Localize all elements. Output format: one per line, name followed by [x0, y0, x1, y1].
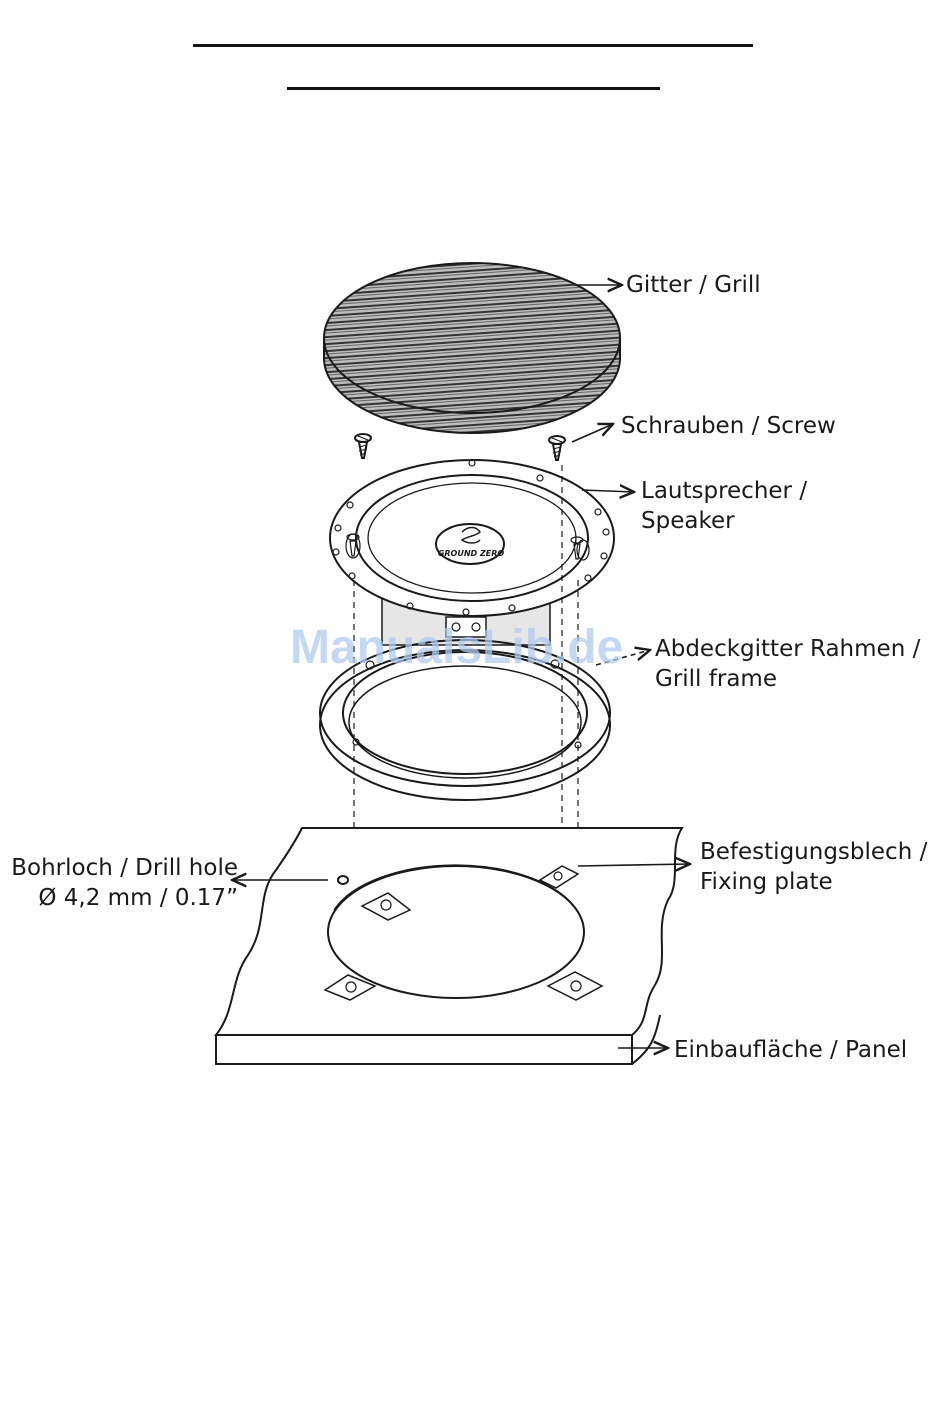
- label-screw: Schrauben / Screw: [621, 411, 836, 441]
- label-grill: Gitter / Grill: [626, 270, 761, 300]
- mounting-panel: [216, 828, 682, 1064]
- screw-left: [355, 434, 371, 458]
- label-speaker: Lautsprecher / Speaker: [641, 476, 807, 536]
- label-fixing-plate: Befestigungsblech / Fixing plate: [700, 837, 927, 897]
- screw-right: [549, 436, 565, 460]
- label-panel: Einbaufläche / Panel: [674, 1035, 907, 1065]
- grill-disc: [324, 263, 620, 433]
- speaker-logo-text: GROUND ZERO: [438, 549, 505, 558]
- label-drill-hole: Bohrloch / Drill hole Ø 4,2 mm / 0.17”: [10, 853, 238, 913]
- watermark: ManualsLib.de: [290, 620, 623, 675]
- label-grill-frame: Abdeckgitter Rahmen / Grill frame: [655, 634, 920, 694]
